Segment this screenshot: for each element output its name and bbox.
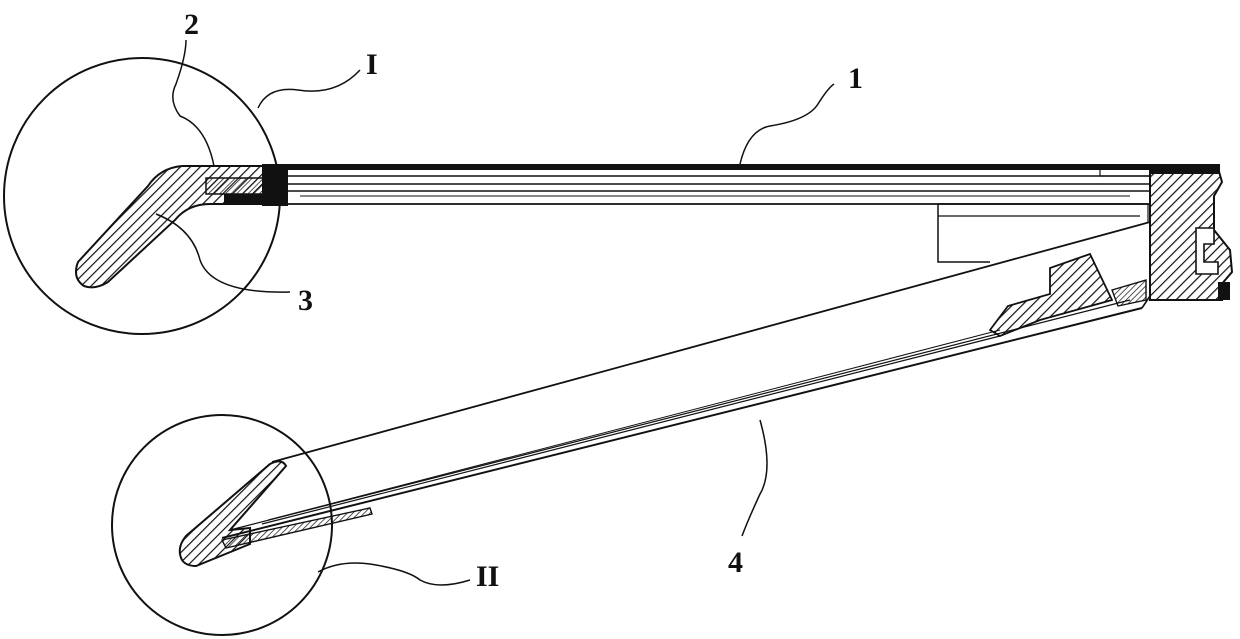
lower-jaw <box>222 222 1150 538</box>
leader-line-II <box>318 563 470 585</box>
upper-jaw-tip <box>76 166 288 287</box>
label-part-2: 2 <box>184 8 199 41</box>
leader-line-3 <box>156 214 290 292</box>
label-part-3: 3 <box>298 284 313 317</box>
leader-line-4 <box>742 420 767 536</box>
leader-line-1 <box>740 84 834 164</box>
label-detail-II: II <box>476 560 499 593</box>
upper-jaw <box>262 164 1162 262</box>
label-part-4: 4 <box>728 546 743 579</box>
pin-insert <box>206 178 268 194</box>
label-part-1: 1 <box>848 62 863 95</box>
lower-jaw-tip <box>180 461 372 566</box>
hinge-block <box>1150 164 1232 300</box>
leader-line-I <box>258 70 360 108</box>
label-detail-I: I <box>366 48 378 81</box>
leader-line-2 <box>173 40 214 166</box>
